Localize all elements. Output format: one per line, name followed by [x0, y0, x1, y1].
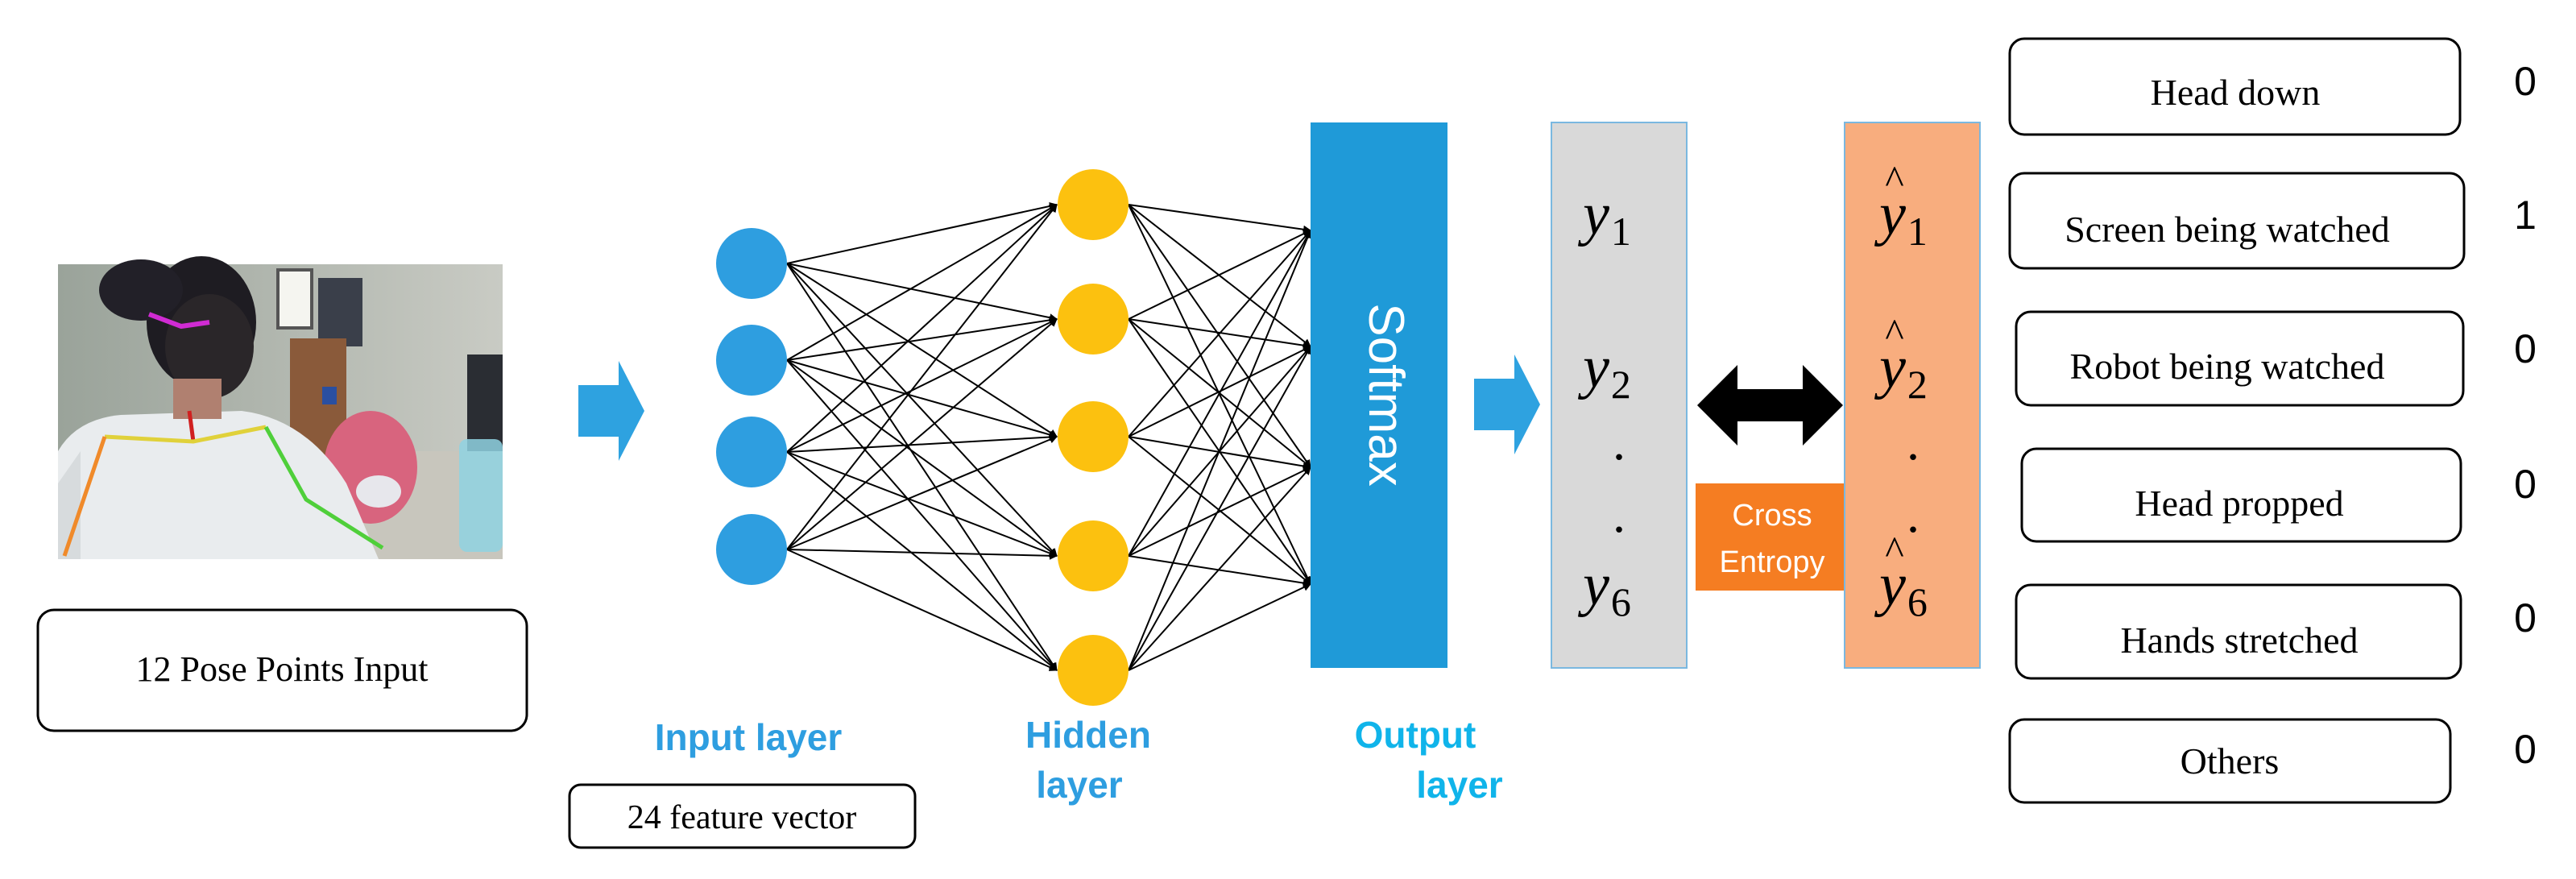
prediction-vector-box: y1 y2 . . y6 — [1551, 122, 1688, 669]
hidden-layer-label: Hidden — [1025, 714, 1151, 756]
class-list: Head down 0 Screen being watched 1 Robot… — [2008, 37, 2537, 804]
connection-line — [1128, 555, 1311, 587]
class-item: Head propped 0 — [2020, 447, 2537, 543]
connection-line — [786, 263, 1058, 322]
connection-line — [1128, 230, 1312, 671]
network-connections — [786, 202, 1312, 671]
class-label: Screen being watched — [2065, 209, 2390, 250]
y-label: y2 — [1577, 334, 1631, 407]
input-layer-label: Input layer — [655, 716, 843, 758]
input-node — [716, 417, 787, 487]
input-node — [716, 325, 787, 396]
connection-line — [1128, 230, 1311, 557]
hidden-node — [1058, 284, 1129, 355]
connection-line — [786, 451, 1058, 671]
cross-entropy-box: Cross Entropy — [1696, 483, 1849, 591]
class-item: Hands stretched 0 — [2015, 583, 2537, 680]
output-layer-label-line2: layer — [1416, 764, 1503, 806]
class-label: Robot being watched — [2070, 346, 2385, 387]
connection-line — [1128, 583, 1311, 671]
connection-line — [786, 435, 1058, 550]
class-label: Head down — [2151, 72, 2321, 113]
y-label: y6 — [1577, 552, 1631, 624]
y-label: y1 — [1577, 181, 1631, 254]
pose-points-caption: 12 Pose Points Input — [36, 608, 528, 732]
class-label: Head propped — [2135, 483, 2343, 524]
hat-icon: ^ — [1885, 528, 1903, 573]
input-node — [716, 228, 787, 299]
class-item: Robot being watched 0 — [2015, 310, 2537, 407]
flow-arrow-right-icon — [578, 361, 644, 461]
cross-entropy-label: Cross — [1732, 499, 1812, 533]
input-node — [716, 514, 787, 585]
connection-line — [786, 549, 1058, 671]
hidden-node — [1058, 635, 1129, 706]
connection-line — [786, 263, 1058, 671]
connection-line — [786, 318, 1058, 550]
hat-icon: ^ — [1885, 310, 1903, 355]
connection-line — [786, 316, 1058, 361]
connection-line — [1128, 346, 1311, 671]
hidden-layer-label-line2: layer — [1036, 764, 1123, 806]
yhat-dot: . — [1907, 413, 1920, 471]
connection-line — [786, 263, 1058, 437]
class-label: Hands stretched — [2120, 620, 2358, 661]
hidden-node — [1058, 169, 1129, 240]
connection-line — [786, 204, 1058, 361]
connection-line — [786, 204, 1058, 453]
hidden-layer-nodes — [1058, 169, 1129, 706]
connection-line — [1128, 204, 1311, 468]
class-value: 0 — [2514, 462, 2537, 507]
output-layer-label: Output — [1355, 714, 1476, 756]
pose-photo — [58, 256, 503, 559]
class-value: 0 — [2514, 326, 2537, 371]
class-item: Screen being watched 1 — [2008, 172, 2537, 270]
class-value: 0 — [2514, 59, 2537, 104]
feature-vector-caption: 24 feature vector — [568, 783, 917, 849]
connection-line — [786, 549, 1058, 560]
pose-points-text: 12 Pose Points Input — [135, 649, 428, 689]
connection-line — [1128, 466, 1311, 557]
yhat-label: y2 — [1874, 334, 1928, 407]
softmax-block: Softmax — [1311, 122, 1447, 668]
connection-line — [786, 263, 1058, 557]
hidden-node — [1058, 401, 1129, 472]
connection-line — [786, 359, 1058, 557]
softmax-label: Softmax — [1358, 303, 1414, 486]
connection-line — [786, 359, 1058, 439]
class-item: Head down 0 — [2008, 37, 2537, 136]
yhat-label: y6 — [1874, 552, 1928, 624]
yhat-label: y1 — [1874, 181, 1928, 254]
cross-entropy-label-line2: Entropy — [1720, 545, 1825, 579]
class-value: 0 — [2514, 727, 2537, 772]
connection-line — [1128, 230, 1311, 437]
class-label: Others — [2180, 740, 2280, 782]
hidden-node — [1058, 520, 1129, 591]
flow-arrow-right-icon — [1474, 355, 1540, 454]
connection-line — [1128, 204, 1311, 234]
y-dot: . — [1613, 413, 1626, 471]
class-value: 0 — [2514, 595, 2537, 641]
y-dot: . — [1613, 486, 1626, 543]
yhat-dot: . — [1907, 486, 1920, 543]
class-value: 1 — [2514, 193, 2537, 238]
double-arrow-icon — [1697, 365, 1843, 446]
ground-truth-vector-box: y1 ^ y2 ^ . . y6 ^ — [1844, 122, 1981, 669]
connection-line — [786, 204, 1058, 550]
connection-line — [786, 202, 1058, 264]
class-item: Others 0 — [2008, 718, 2537, 804]
connection-line — [1128, 436, 1311, 585]
connection-line — [1128, 466, 1311, 671]
connection-line — [786, 433, 1058, 453]
input-layer-nodes — [716, 228, 787, 585]
connection-line — [786, 451, 1058, 558]
feature-vector-text: 24 feature vector — [627, 799, 857, 836]
connection-line — [786, 318, 1058, 453]
connection-line — [1128, 230, 1311, 320]
hat-icon: ^ — [1885, 157, 1903, 202]
